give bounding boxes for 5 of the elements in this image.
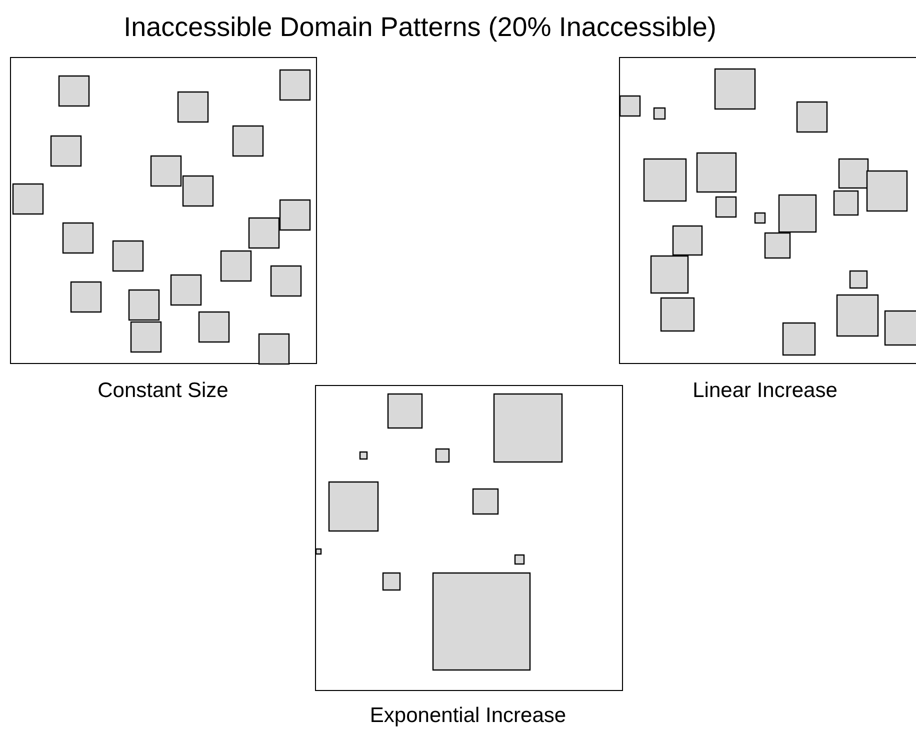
panel-caption: Constant Size [98,379,228,403]
diagram-title: Inaccessible Domain Patterns (20% Inaccessible) [122,12,718,43]
panel-caption: Linear Increase [692,379,838,403]
pattern-panel [315,385,623,691]
panel-caption: Exponential Increase [370,704,566,728]
